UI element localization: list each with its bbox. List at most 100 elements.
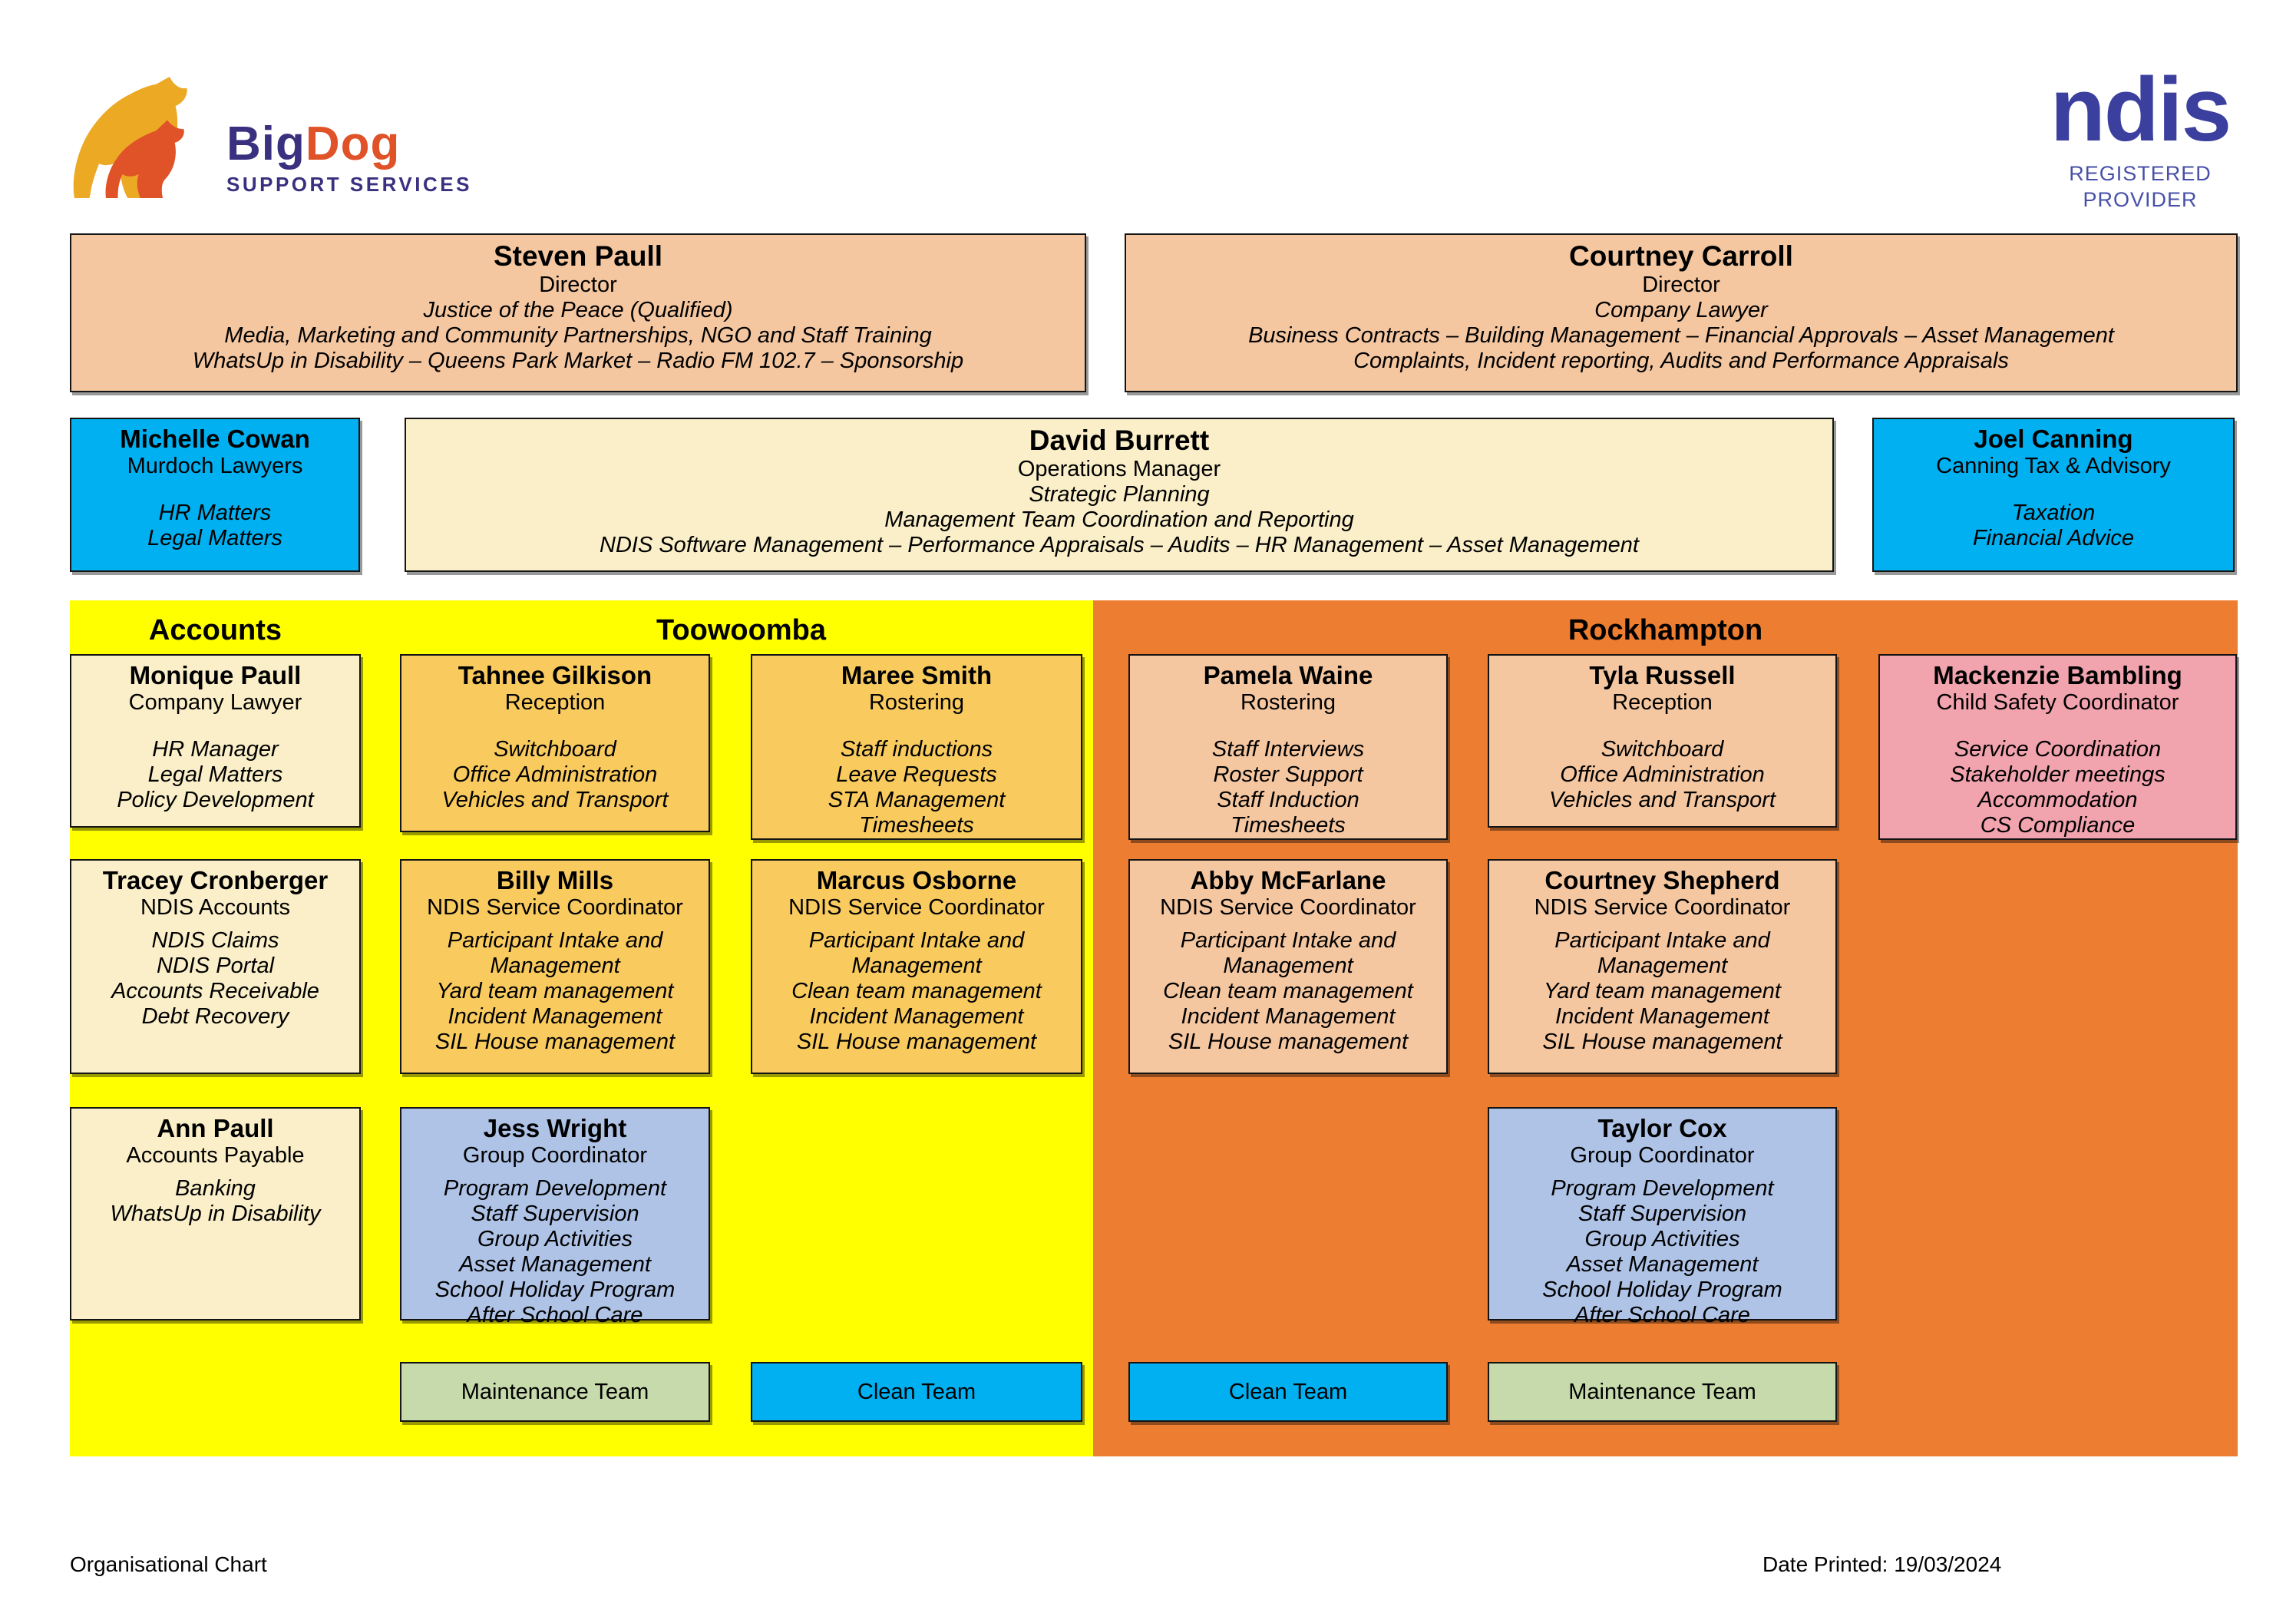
duty-line: Group Activities — [477, 1227, 633, 1251]
person-role: NDIS Service Coordinator — [427, 895, 683, 920]
duty-line: SIL House management — [434, 1030, 676, 1054]
duty-line: Participant Intake and Management — [1554, 928, 1770, 978]
section-header-toowoomba: Toowoomba — [656, 614, 826, 646]
duty-line: Company Lawyer — [1594, 298, 1768, 322]
person-role: Rostering — [1240, 690, 1336, 715]
duty-line: Asset Management — [1566, 1252, 1759, 1277]
footer-date-printed: Date Printed: 19/03/2024 — [1762, 1552, 2002, 1576]
card-david-burrett: David Burrett Operations Manager Strateg… — [405, 418, 1834, 572]
card-marcus-osborne: Marcus Osborne NDIS Service Coordinator … — [751, 859, 1082, 1074]
team-label: Clean Team — [857, 1379, 976, 1404]
duty-line: Legal Matters — [147, 762, 283, 787]
duty-line: HR Manager — [152, 737, 279, 762]
card-mackenzie-bambling: Mackenzie Bambling Child Safety Coordina… — [1878, 654, 2237, 840]
person-role: Reception — [1612, 690, 1713, 715]
card-courtney-shepherd: Courtney Shepherd NDIS Service Coordinat… — [1488, 859, 1837, 1074]
card-jess-wright: Jess Wright Group Coordinator Program De… — [400, 1107, 710, 1327]
team-label: Maintenance Team — [461, 1379, 649, 1404]
duty-line: Yard team management — [1544, 979, 1781, 1003]
person-role: Group Coordinator — [1570, 1143, 1755, 1168]
person-name: Tracey Cronberger — [102, 866, 329, 894]
duty-line: Switchboard — [494, 737, 616, 762]
person-role: Director — [539, 273, 617, 297]
section-header-accounts: Accounts — [148, 614, 282, 646]
ndis-brand-text: ndis — [2050, 59, 2232, 160]
person-role: Reception — [504, 690, 606, 715]
person-role: NDIS Accounts — [140, 895, 291, 920]
duty-line: Participant Intake and Management — [447, 928, 663, 978]
duty-line: WhatsUp in Disability – Queens Park Mark… — [192, 349, 964, 373]
person-role: NDIS Service Coordinator — [1534, 895, 1791, 920]
team-box-maintenance-rockhampton: Maintenance Team — [1488, 1362, 1837, 1422]
duty-line: Policy Development — [117, 788, 314, 812]
person-name: Monique Paull — [129, 661, 302, 689]
person-name: Billy Mills — [496, 866, 614, 894]
duty-line: Asset Management — [459, 1252, 651, 1277]
duty-line: Strategic Planning — [1029, 482, 1210, 507]
duty-line: Justice of the Peace (Qualified) — [423, 298, 733, 322]
duty-line: Staff Induction — [1217, 788, 1359, 812]
person-name: Courtney Carroll — [1569, 240, 1793, 272]
person-role: Director — [1642, 273, 1720, 297]
duty-line: Office Administration — [1560, 762, 1765, 787]
card-michelle-cowan: Michelle Cowan Murdoch Lawyers HR Matter… — [70, 418, 360, 572]
person-role: Accounts Payable — [126, 1143, 305, 1168]
person-name: Maree Smith — [841, 661, 993, 689]
person-name: Michelle Cowan — [120, 425, 310, 453]
duty-line: Accommodation — [1977, 788, 2138, 812]
duty-line: Timesheets — [859, 813, 974, 838]
duty-line: Vehicles and Transport — [1549, 788, 1776, 812]
duty-line: Debt Recovery — [141, 1004, 289, 1029]
duty-line: NDIS Software Management – Performance A… — [600, 533, 1639, 557]
duty-line: STA Management — [828, 788, 1006, 812]
person-name: Joel Canning — [1974, 425, 2133, 453]
duty-line: Management Team Coordination and Reporti… — [884, 507, 1354, 532]
duty-line: Incident Management — [809, 1004, 1024, 1029]
person-name: Ann Paull — [157, 1114, 274, 1142]
person-role: NDIS Service Coordinator — [1160, 895, 1416, 920]
duty-line: Incident Management — [1181, 1004, 1396, 1029]
team-label: Clean Team — [1228, 1379, 1348, 1404]
person-duties: Justice of the Peace (Qualified)Media, M… — [81, 298, 1075, 374]
duty-line: Taxation — [2011, 501, 2096, 525]
duty-line: HR Matters — [158, 501, 272, 525]
duty-line: School Holiday Program — [434, 1278, 676, 1302]
ndis-logo: ndis REGISTERED PROVIDER — [2042, 59, 2238, 213]
ndis-registered-line: REGISTERED — [2069, 161, 2212, 185]
duty-line: Stakeholder meetings — [1950, 762, 2166, 787]
duty-line: Office Administration — [452, 762, 658, 787]
person-role: Operations Manager — [1017, 457, 1221, 481]
duty-line: SIL House management — [1542, 1030, 1782, 1054]
duty-line: School Holiday Program — [1542, 1278, 1782, 1302]
person-name: Mackenzie Bambling — [1933, 661, 2182, 689]
duty-line: Yard team management — [436, 979, 674, 1003]
duty-line: Staff inductions — [840, 737, 993, 762]
duty-line: Vehicles and Transport — [441, 788, 669, 812]
person-role: NDIS Service Coordinator — [788, 895, 1045, 920]
person-role: Rostering — [868, 690, 965, 715]
person-name: Tahnee Gilkison — [458, 661, 652, 689]
duty-line: Business Contracts – Building Management… — [1248, 323, 2114, 348]
person-name: Steven Paull — [493, 240, 663, 272]
ndis-registered-provider-text: REGISTERED PROVIDER — [2042, 161, 2238, 213]
duty-line: Legal Matters — [147, 526, 282, 550]
duty-line: Timesheets — [1231, 813, 1346, 838]
duty-line: Participant Intake and Management — [808, 928, 1025, 978]
duty-line: NDIS Claims — [151, 928, 279, 953]
duty-line: WhatsUp in Disability — [110, 1202, 321, 1226]
